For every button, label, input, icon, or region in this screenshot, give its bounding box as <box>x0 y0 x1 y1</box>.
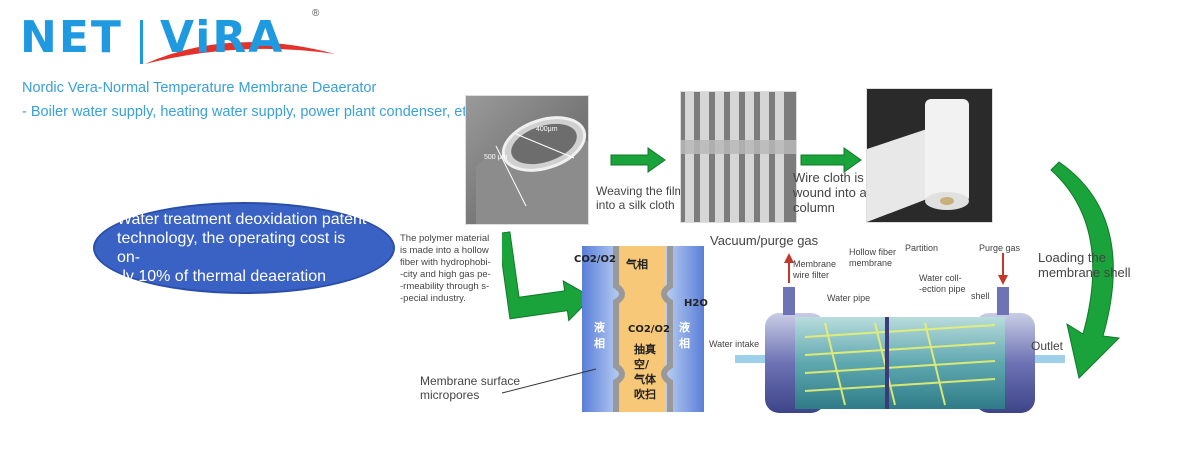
caption-loading: Loading the membrane shell <box>1038 250 1131 280</box>
logo-swoosh-icon <box>145 42 335 64</box>
caption-polymer: The polymer material is made into a holl… <box>400 233 491 304</box>
label-co2-top: CO2/O2 <box>574 254 616 265</box>
phase-diagram: 气相 CO2/O2 H2O CO2/O2 液 相 液 相 抽真 空/ 气体 吹扫 <box>574 246 708 412</box>
arrow-down-right <box>497 228 593 333</box>
label-shell: shell <box>971 291 990 301</box>
curved-arrow <box>1045 156 1135 391</box>
caption-vacuum: Vacuum/purge gas <box>710 233 819 248</box>
hollow-fiber-photo: 400μm 500 μm <box>465 95 589 225</box>
arrow-right-1 <box>610 147 666 173</box>
logo-vira: ViRA <box>160 12 285 63</box>
logo-net: NET <box>20 12 123 63</box>
curved-arrow-icon <box>1050 161 1121 379</box>
caption-micropores: Membrane surface micropores <box>420 374 521 402</box>
label-membrane-filter: Membrane wire filter <box>793 259 837 280</box>
label-partition: Partition <box>905 243 939 253</box>
oval-line-3: -ly 10% of thermal deaeration <box>117 268 326 285</box>
woven-cloth-image <box>681 92 796 222</box>
fiber-dim-side: 500 μm <box>484 154 508 161</box>
membrane-module: Membrane wire filter Hollow fiber membra… <box>709 243 1065 445</box>
label-purge-gas: Purge gas <box>979 243 1021 253</box>
patent-oval: Water treatment deoxidation patent techn… <box>93 202 395 294</box>
registered-mark: ® <box>312 8 320 19</box>
woven-cloth-photo <box>680 91 797 223</box>
label-vacuum-cn: 抽真 空/ 气体 吹扫 <box>634 343 656 401</box>
subtitle: Nordic Vera-Normal Temperature Membrane … <box>22 80 377 96</box>
fiber-dim-top: 400μm <box>536 126 558 133</box>
logo-divider <box>140 20 143 64</box>
caption-weave: Weaving the film into a silk cloth <box>596 184 685 212</box>
label-hollow-fiber: Hollow fiber membrane <box>849 247 897 268</box>
label-h2o: H2O <box>684 298 708 309</box>
label-liquid-left: 液 相 <box>594 321 605 350</box>
label-co2-mid: CO2/O2 <box>628 324 670 335</box>
caption-wound: Wire cloth is wound into a column <box>793 170 867 215</box>
arrow-right-icon <box>610 147 666 173</box>
label-water-intake: Water intake <box>709 339 760 349</box>
label-outlet: Outlet <box>1031 339 1064 353</box>
logo: NET ViRA ® <box>20 8 335 72</box>
wound-column-photo <box>866 88 993 223</box>
membrane-module-image <box>735 253 1065 413</box>
micropore-pointer <box>501 368 597 394</box>
label-gas-phase: 气相 <box>626 258 648 271</box>
hollow-fiber-image <box>466 96 588 224</box>
bent-arrow-icon <box>497 231 593 322</box>
oval-line-1: Water treatment deoxidation patent <box>117 211 367 228</box>
arrow-right-icon <box>800 147 862 173</box>
applications: - Boiler water supply, heating water sup… <box>22 104 478 120</box>
label-water-pipe: Water pipe <box>827 293 871 303</box>
arrow-right-2 <box>800 147 862 173</box>
label-water-coll: Water coll- -ection pipe <box>919 273 966 294</box>
oval-line-2: technology, the operating cost is on- <box>117 230 346 266</box>
label-liquid-right: 液 相 <box>679 321 690 350</box>
phase-diagram-image <box>582 246 704 412</box>
wound-column-image <box>867 89 992 222</box>
